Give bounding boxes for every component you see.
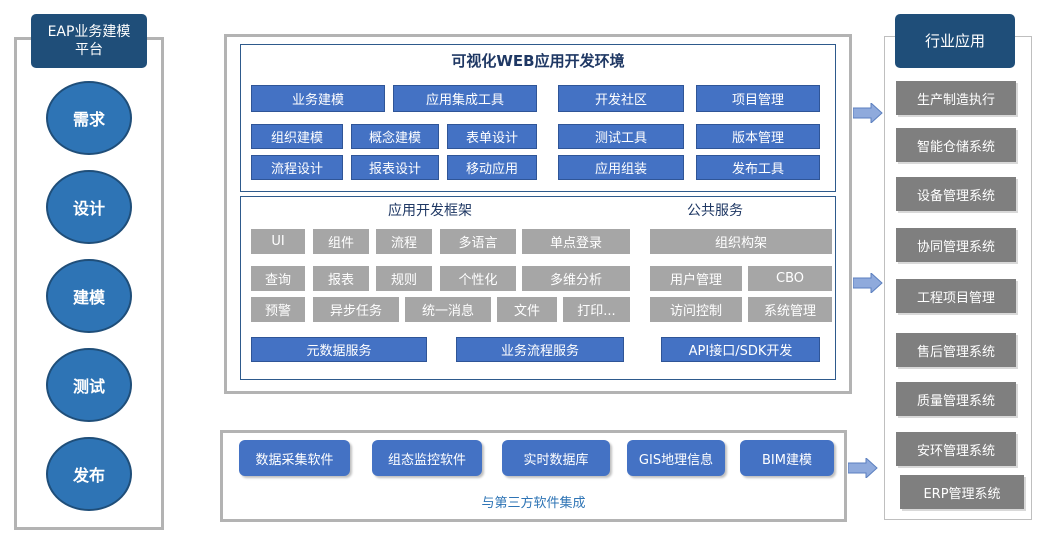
bim-modeling: BIM建模 xyxy=(740,440,834,476)
realtime-database: 实时数据库 xyxy=(502,440,610,476)
industry-app-project: 工程项目管理 xyxy=(896,279,1016,313)
process-design: 流程设计 xyxy=(251,155,343,180)
fw-file: 文件 xyxy=(497,297,557,322)
fw-alert: 预警 xyxy=(251,297,305,322)
app-assembly: 应用组装 xyxy=(558,155,684,180)
arrow-right-icon xyxy=(848,458,878,478)
phase-requirements: 需求 xyxy=(46,81,132,155)
gis-info: GIS地理信息 xyxy=(627,440,725,476)
pub-user-management: 用户管理 xyxy=(650,266,742,291)
fw-unified-message: 统一消息 xyxy=(405,297,491,322)
api-sdk-dev: API接口/SDK开发 xyxy=(661,337,820,362)
arrow-right-icon xyxy=(853,273,883,293)
left-panel-title: EAP业务建模平台 xyxy=(31,14,147,68)
form-design: 表单设计 xyxy=(447,124,537,149)
fw-personalization: 个性化 xyxy=(440,266,516,291)
web-dev-env-title: 可视化WEB应用开发环境 xyxy=(451,51,625,70)
fw-rule: 规则 xyxy=(376,266,432,291)
fw-report: 报表 xyxy=(313,266,369,291)
data-acquisition-software: 数据采集软件 xyxy=(239,440,350,476)
arrow-right-icon xyxy=(853,103,883,123)
fw-ui: UI xyxy=(251,229,305,254)
report-design: 报表设计 xyxy=(351,155,439,180)
metadata-service: 元数据服务 xyxy=(251,337,427,362)
dev-community: 开发社区 xyxy=(558,85,684,112)
business-modeling: 业务建模 xyxy=(251,85,385,112)
industry-app-collaboration: 协同管理系统 xyxy=(896,228,1016,262)
pub-org-structure: 组织构架 xyxy=(650,229,832,254)
fw-async-task: 异步任务 xyxy=(313,297,399,322)
industry-app-wms: 智能仓储系统 xyxy=(896,128,1016,162)
fw-print: 打印... xyxy=(563,297,630,322)
phase-modeling: 建模 xyxy=(46,259,132,333)
industry-app-mes: 生产制造执行 xyxy=(896,81,1016,115)
fw-component: 组件 xyxy=(313,229,369,254)
industry-app-quality: 质量管理系统 xyxy=(896,382,1016,416)
framework-title: 应用开发框架 xyxy=(388,203,472,219)
pub-cbo: CBO xyxy=(748,266,832,291)
project-management: 项目管理 xyxy=(696,85,820,112)
fw-olap: 多维分析 xyxy=(522,266,630,291)
phase-release: 发布 xyxy=(46,437,132,511)
fw-sso: 单点登录 xyxy=(522,229,630,254)
third-party-integration-caption: 与第三方软件集成 xyxy=(481,495,586,511)
fw-workflow: 流程 xyxy=(376,229,432,254)
phase-design: 设计 xyxy=(46,170,132,244)
app-integration-tool: 应用集成工具 xyxy=(393,85,537,112)
release-tool: 发布工具 xyxy=(696,155,820,180)
org-modeling: 组织建模 xyxy=(251,124,343,149)
version-management: 版本管理 xyxy=(696,124,820,149)
pub-access-control: 访问控制 xyxy=(650,297,742,322)
industry-app-equipment: 设备管理系统 xyxy=(896,177,1016,211)
phase-testing: 测试 xyxy=(46,348,132,422)
business-process-service: 业务流程服务 xyxy=(456,337,624,362)
concept-modeling: 概念建模 xyxy=(351,124,439,149)
public-services-title: 公共服务 xyxy=(687,203,743,219)
pub-system-management: 系统管理 xyxy=(748,297,832,322)
industry-app-after-sales: 售后管理系统 xyxy=(896,333,1016,367)
scada-software: 组态监控软件 xyxy=(372,440,482,476)
industry-app-ehs: 安环管理系统 xyxy=(896,432,1016,466)
industry-app-erp: ERP管理系统 xyxy=(900,475,1024,509)
test-tool: 测试工具 xyxy=(558,124,684,149)
mobile-app: 移动应用 xyxy=(447,155,537,180)
fw-query: 查询 xyxy=(251,266,305,291)
fw-multilanguage: 多语言 xyxy=(440,229,516,254)
right-panel-title: 行业应用 xyxy=(895,14,1015,68)
